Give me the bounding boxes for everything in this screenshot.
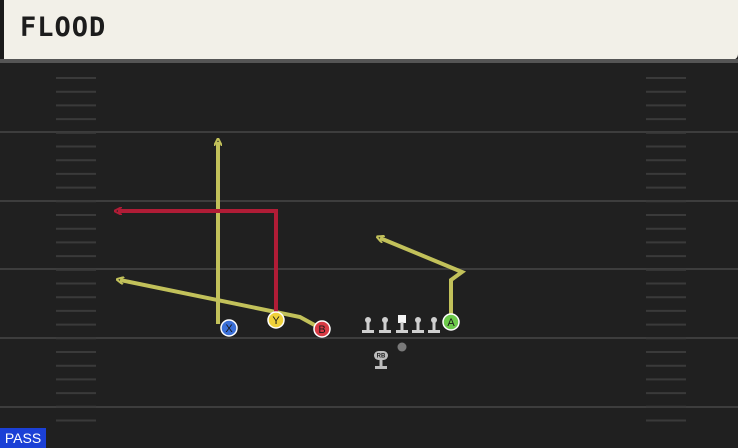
play-type-badge: PASS: [0, 428, 46, 448]
player-y[interactable]: Y: [267, 311, 285, 329]
header-divider: [0, 59, 738, 63]
center-icon: [396, 315, 408, 333]
player-b[interactable]: B: [313, 320, 331, 338]
player-y-label: Y: [272, 315, 280, 327]
lineman-icon: [379, 317, 391, 333]
player-a[interactable]: A: [442, 313, 460, 331]
lineman-icon: [412, 317, 424, 333]
lineman-icon: [428, 317, 440, 333]
player-b-label: B: [318, 324, 325, 336]
player-x-label: X: [225, 323, 233, 335]
route-y-out: [118, 211, 278, 317]
hash-marks-right: [646, 77, 686, 422]
hash-marks-left: [56, 77, 96, 422]
yard-lines: [0, 131, 738, 408]
running-back-label: RB: [377, 354, 386, 360]
offensive-line: [362, 315, 440, 333]
route-a-corner: [380, 238, 467, 320]
play-title: FLOOD: [20, 12, 107, 43]
running-back-icon: RB: [374, 351, 388, 369]
quarterback-marker: [397, 342, 407, 352]
play-header: FLOOD: [0, 0, 738, 60]
route-b-flat: [120, 280, 321, 330]
lineman-icon: [362, 317, 374, 333]
player-a-label: A: [447, 317, 455, 329]
routes: [118, 142, 467, 330]
player-x[interactable]: X: [220, 319, 238, 337]
play-field: RB X Y B A: [0, 77, 738, 422]
